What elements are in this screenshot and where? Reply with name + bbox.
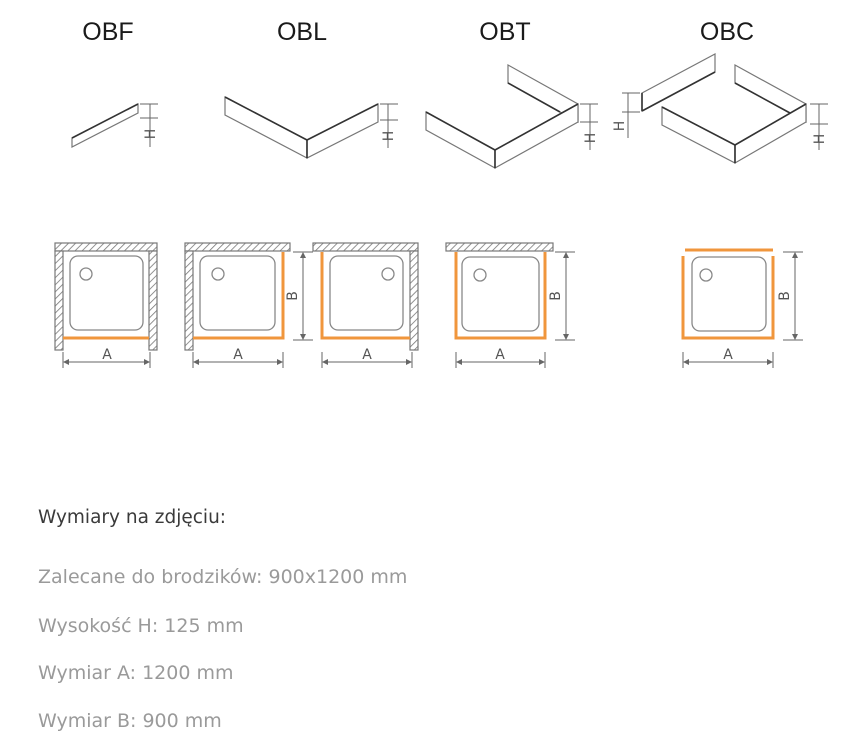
spec-recommended-trays: Zalecane do brodzików: 900x1200 mm <box>38 566 408 588</box>
obl-isometric-panels: H <box>224 96 398 159</box>
width-label: A <box>102 347 112 363</box>
obl-plan-view: B A <box>184 242 313 368</box>
obc-plan-view: B A <box>681 248 803 368</box>
height-label: H <box>812 134 828 145</box>
obf-plan-view: A <box>54 242 158 368</box>
panel-variants-diagram: OBF OBL OBT OBC H H H <box>54 18 828 368</box>
obf-isometric-panel: H <box>71 103 159 148</box>
variant-title-obf: OBF <box>82 18 133 46</box>
variant-title-obl: OBL <box>277 18 327 46</box>
obc-isometric-panels: H H <box>612 52 828 165</box>
height-label: H <box>381 131 397 142</box>
depth-label: B <box>548 291 564 301</box>
obt-isometric-panels: H <box>425 63 599 170</box>
width-label: A <box>723 347 733 363</box>
spec-dimension-b: Wymiar B: 900 mm <box>38 710 222 732</box>
width-label: A <box>495 347 505 363</box>
variant-title-obt: OBT <box>479 18 530 46</box>
height-label: H <box>143 129 159 140</box>
specs-heading: Wymiary na zdjęciu: <box>38 507 227 528</box>
width-label: A <box>233 347 243 363</box>
obt-plan-view: B A <box>445 242 575 368</box>
height-label: H <box>583 133 599 144</box>
spec-dimension-a: Wymiar A: 1200 mm <box>38 662 234 684</box>
width-label: A <box>362 347 372 363</box>
obl-mirrored-plan-view: A <box>312 242 419 368</box>
depth-label: B <box>777 291 793 301</box>
height-label: H <box>612 121 628 132</box>
spec-height: Wysokość H: 125 mm <box>38 615 244 637</box>
variant-title-obc: OBC <box>700 18 754 46</box>
depth-label: B <box>285 291 301 301</box>
